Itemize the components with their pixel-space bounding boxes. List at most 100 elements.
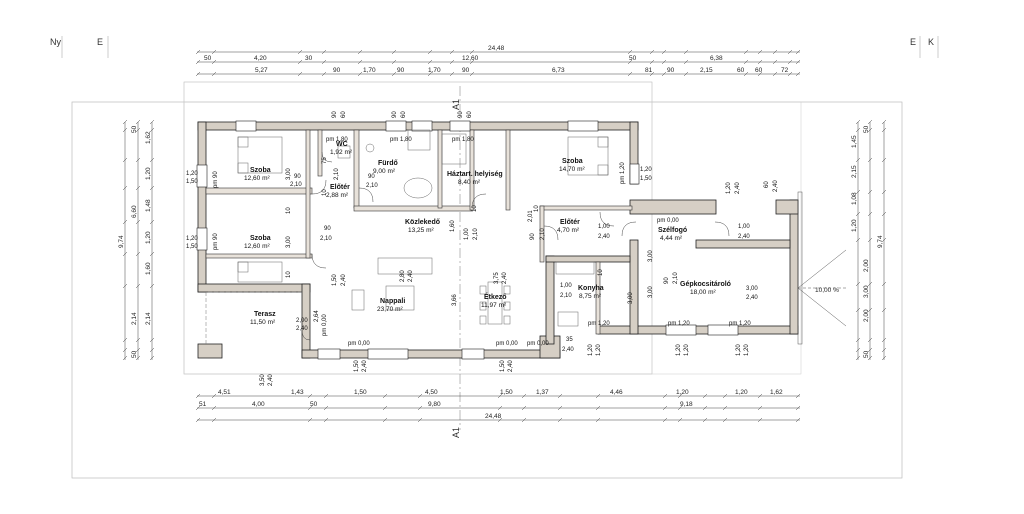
dim-label: 9,74: [118, 235, 125, 248]
wall-label: 10: [472, 205, 478, 212]
dimension-tick: [321, 71, 327, 77]
dimension-tick: [881, 127, 887, 133]
opening-label: 2,40: [502, 272, 508, 284]
dim-label: 60: [755, 67, 763, 74]
dim-label: 1,43: [291, 389, 304, 396]
dimension-tick: [497, 405, 503, 411]
room-area: 18,00 m²: [690, 289, 716, 296]
dim-label: 1,62: [145, 131, 152, 144]
dimension-tick: [662, 417, 668, 423]
dimension-tick: [149, 127, 155, 133]
opening-label: 35: [566, 337, 573, 343]
opening-label: 2,10: [290, 182, 302, 188]
dimension-tick: [391, 59, 397, 65]
dimension-tick: [382, 393, 388, 399]
dimension-tick: [772, 49, 778, 55]
dimension-tick: [649, 71, 655, 77]
wall-label: 10: [534, 205, 540, 212]
opening-label: 1,20: [186, 236, 198, 242]
room-name: Előtér: [560, 219, 580, 226]
dimension-tick: [135, 347, 141, 353]
corner-label-e: E: [97, 37, 103, 47]
dimension-tick: [683, 59, 689, 65]
dim-label: 50: [131, 125, 138, 133]
opening-label: 60: [764, 181, 770, 188]
dimension-tick: [677, 393, 683, 399]
room-area: 14,70 m²: [559, 166, 585, 173]
opening-label: 1,20: [726, 182, 732, 194]
dimension-tick: [149, 157, 155, 163]
dimension-tick: [149, 347, 155, 353]
dim-label: 1,20: [735, 389, 748, 396]
dim-label: 12,60: [462, 55, 479, 62]
corner-label-e-right: E: [910, 37, 916, 47]
dim-label: 5,27: [255, 67, 268, 74]
dimension-tick: [881, 237, 887, 243]
ramp-slope: 10,00 %: [815, 287, 839, 294]
opening-label: 2,40: [735, 182, 741, 194]
sill-label: pm 0,00: [657, 218, 679, 224]
dimension-tick: [211, 393, 217, 399]
dimension-tick: [881, 355, 887, 361]
dimension-tick: [357, 71, 363, 77]
sill-label: pm 1,20: [729, 321, 751, 327]
bottom-dimension-chains: [195, 393, 801, 423]
dimension-tick: [855, 211, 861, 217]
axis-label-top: A1: [451, 99, 461, 110]
sill-label: pm 90: [213, 171, 219, 188]
dimension-tick: [855, 127, 861, 133]
dimension-tick: [211, 49, 217, 55]
opening-label: 60: [467, 111, 473, 118]
dimension-tick: [149, 119, 155, 125]
dimension-tick: [855, 337, 861, 343]
dim-label: 2,15: [851, 165, 858, 178]
opening-label: 1,20: [588, 344, 594, 356]
dimension-tick: [497, 417, 503, 423]
room-area: 4,70 m²: [557, 227, 580, 234]
dimension-tick: [627, 59, 633, 65]
dimension-tick: [772, 59, 778, 65]
dimension-tick: [427, 71, 433, 77]
opening-label: 1,20: [744, 344, 750, 356]
opening-label: 2,40: [562, 347, 574, 353]
dimension-tick: [357, 49, 363, 55]
dimension-tick: [677, 417, 683, 423]
dimension-tick: [521, 405, 527, 411]
opening-label: 60: [401, 111, 407, 118]
dimension-tick: [627, 49, 633, 55]
opening-label: 90: [324, 226, 331, 232]
dimension-tick: [122, 283, 128, 289]
sill-label: pm 0,00: [348, 341, 370, 347]
opening-label: 2,40: [362, 360, 368, 372]
dimension-tick: [867, 237, 873, 243]
dimension-tick: [867, 307, 873, 313]
dimension-tick: [795, 71, 801, 77]
dimension-tick: [211, 417, 217, 423]
dimension-tick: [449, 59, 455, 65]
dim-label: 1,20: [145, 231, 152, 244]
corner-label-ny: Ny: [50, 37, 61, 47]
dim-label: 1,45: [851, 135, 858, 148]
dimension-tick: [787, 71, 793, 77]
furniture: [237, 129, 609, 327]
sill-label: pm 1,80: [452, 137, 474, 143]
dimension-tick: [521, 393, 527, 399]
opening-label: 2,10: [673, 272, 679, 284]
dimension-tick: [417, 417, 423, 423]
opening-label: 2,40: [268, 374, 274, 386]
sill-label: pm 0,00: [496, 341, 518, 347]
dimension-tick: [661, 71, 667, 77]
dimension-tick: [881, 307, 887, 313]
dimension-tick: [135, 337, 141, 343]
opening-label: 2,10: [334, 168, 340, 180]
wall-label: 3,00: [648, 286, 654, 298]
opening-label: 2,40: [408, 270, 414, 282]
dimension-tick: [297, 71, 303, 77]
dimension-tick: [702, 393, 708, 399]
opening-label: 2,10: [473, 228, 479, 240]
dimension-tick: [662, 405, 668, 411]
opening-label: 2,40: [508, 360, 514, 372]
dimension-tick: [321, 49, 327, 55]
sill-label: pm 1,80: [390, 137, 412, 143]
